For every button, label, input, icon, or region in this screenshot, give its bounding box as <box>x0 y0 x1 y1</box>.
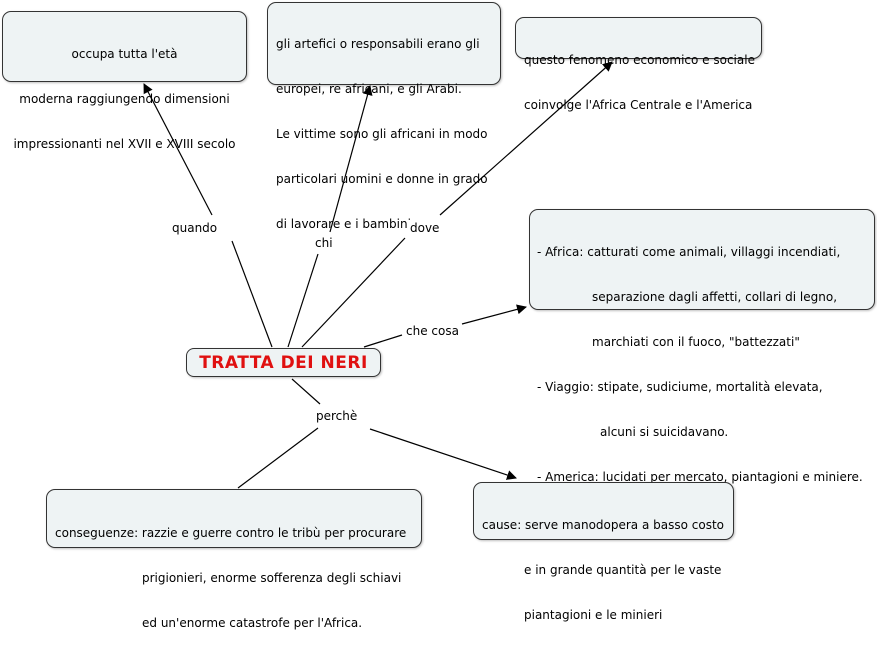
node-quando-line: impressionanti nel XVII e XVIII secolo <box>13 137 236 151</box>
node-chi-line: Le vittime sono gli africani in modo <box>276 127 488 141</box>
node-quando-line: occupa tutta l'età <box>71 47 178 61</box>
link-label-chi: chi <box>312 236 336 251</box>
edge-root-quando <box>231 240 273 348</box>
edge-perche-conseguenze <box>237 427 319 489</box>
root-concept: TRATTA DEI NERI <box>186 348 381 377</box>
node-chi-line: europei, re africani, e gli Arabi. <box>276 82 462 96</box>
node-chi-line: di lavorare e i bambini. <box>276 217 415 231</box>
node-conseguenze-line: prigionieri, enorme sofferenza degli sch… <box>142 571 402 585</box>
edge-quando-node <box>143 83 213 216</box>
connector-layer <box>143 61 613 489</box>
node-che-cosa-line: - America: lucidati per mercato, piantag… <box>537 470 863 484</box>
node-che-cosa-line: - Viaggio: stipate, sudiciume, mortalità… <box>537 380 823 394</box>
edge-perche-cause <box>369 428 517 480</box>
node-dove: questo fenomeno economico e sociale coin… <box>515 17 762 112</box>
edge-chi-node <box>329 85 373 233</box>
node-conseguenze-line: ed un'enorme catastrofe per l'Africa. <box>142 616 363 630</box>
edge-root-dove <box>301 237 406 348</box>
node-che-cosa-line: separazione dagli affetti, collari di le… <box>592 290 838 304</box>
node-dove-line: coinvolge l'Africa Centrale e l'America <box>524 98 753 112</box>
node-quando-line: moderna raggiungendo dimensioni <box>19 92 230 106</box>
edge-dove-node <box>439 61 613 216</box>
node-chi-line: particolari uomini e donne in grado <box>276 172 488 186</box>
link-label-dove: dove <box>407 221 443 236</box>
node-conseguenze: conseguenze: razzie e guerre contro le t… <box>46 489 422 630</box>
node-cause-line: piantagioni e le minieri <box>524 608 663 622</box>
edge-root-perche <box>291 378 321 405</box>
node-che-cosa: - Africa: catturati come animali, villag… <box>529 209 875 484</box>
link-label-quando: quando <box>169 221 221 236</box>
link-label-perche: perchè <box>313 409 361 424</box>
node-che-cosa-line: marchiati con il fuoco, "battezzati" <box>592 335 800 349</box>
node-conseguenze-line: conseguenze: razzie e guerre contro le t… <box>55 526 407 540</box>
edge-root-chi <box>287 253 319 348</box>
node-chi-line: gli artefici o responsabili erano gli <box>276 37 480 51</box>
edge-root-checosa <box>363 334 403 348</box>
node-cause-line: e in grande quantità per le vaste <box>524 563 722 577</box>
root-title: TRATTA DEI NERI <box>199 352 368 373</box>
node-cause: cause: serve manodopera a basso costo e … <box>473 482 734 622</box>
node-quando: occupa tutta l'età moderna raggiungendo … <box>2 11 247 151</box>
node-che-cosa-line: - Africa: catturati come animali, villag… <box>537 245 841 259</box>
node-cause-line: cause: serve manodopera a basso costo <box>482 518 725 532</box>
node-dove-line: questo fenomeno economico e sociale <box>524 53 755 67</box>
edge-checosa-node <box>461 304 527 325</box>
node-chi: gli artefici o responsabili erano gli eu… <box>267 2 501 231</box>
node-che-cosa-line: alcuni si suicidavano. <box>600 425 729 439</box>
link-label-che-cosa: che cosa <box>403 324 462 339</box>
